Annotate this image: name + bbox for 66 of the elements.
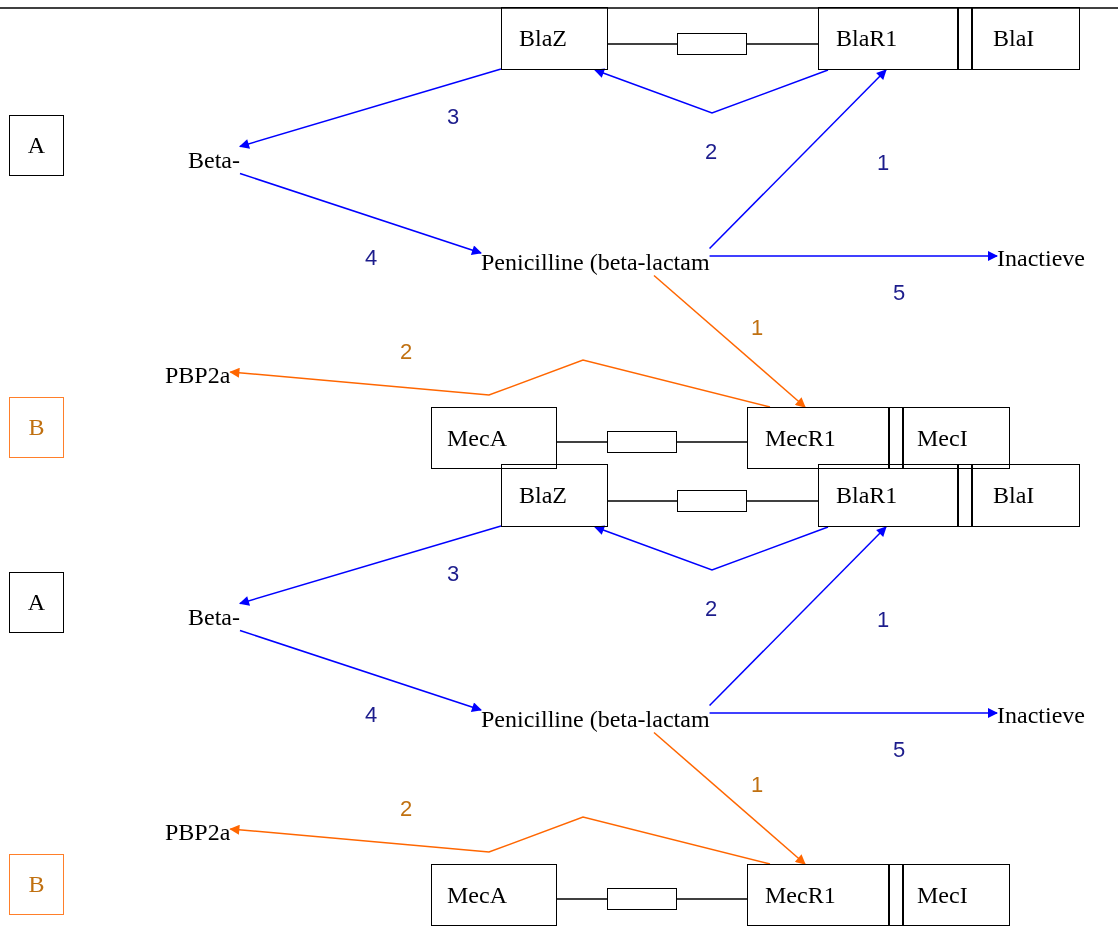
arrow bbox=[239, 172, 482, 255]
box-label: MecR1 bbox=[765, 881, 836, 909]
gene-box bbox=[501, 7, 608, 70]
node-label: Penicilline (beta-lactam bbox=[481, 248, 710, 276]
box-label: BlaZ bbox=[519, 482, 567, 509]
box-label: B bbox=[28, 414, 45, 441]
gene-box bbox=[431, 864, 557, 926]
box-label: A bbox=[27, 589, 46, 616]
empty-box bbox=[607, 888, 677, 910]
arrow bbox=[594, 68, 829, 114]
connector-line bbox=[607, 500, 678, 502]
box-label: MecA bbox=[447, 424, 507, 452]
connector-line bbox=[746, 43, 819, 45]
connector-line bbox=[676, 441, 748, 443]
connector-line bbox=[556, 898, 608, 900]
node-label: Inactieve bbox=[997, 244, 1085, 272]
box-label: BlaI bbox=[993, 482, 1035, 509]
arrow bbox=[708, 708, 998, 718]
node-label: PBP2a bbox=[165, 361, 231, 389]
empty-box bbox=[677, 33, 747, 55]
gene-box bbox=[9, 572, 64, 633]
gene-box bbox=[818, 7, 958, 70]
arrow bbox=[708, 251, 998, 261]
gene-box bbox=[972, 464, 1080, 527]
arrow bbox=[594, 525, 829, 571]
connector-line bbox=[607, 43, 678, 45]
gene-box bbox=[903, 864, 1010, 926]
arrow bbox=[239, 525, 502, 606]
gene-box bbox=[9, 397, 64, 458]
node-label: PBP2a bbox=[165, 818, 231, 846]
arrow bbox=[708, 526, 887, 707]
connector-line bbox=[556, 441, 608, 443]
gene-box bbox=[501, 464, 608, 527]
box-label: B bbox=[28, 871, 45, 898]
gene-box bbox=[9, 115, 64, 176]
gene-box bbox=[903, 407, 1010, 469]
gene-box bbox=[747, 407, 889, 469]
box-label: BlaZ bbox=[519, 25, 567, 52]
box-label: A bbox=[27, 132, 46, 159]
box-label: BlaR1 bbox=[836, 25, 898, 52]
node-label: Penicilline (beta-lactam bbox=[481, 705, 710, 733]
node-label: Beta- bbox=[188, 146, 240, 174]
arrow bbox=[653, 274, 806, 408]
node-label: Beta- bbox=[188, 603, 240, 631]
connector-line bbox=[746, 500, 819, 502]
box-label: MecA bbox=[447, 881, 507, 909]
arrow bbox=[239, 68, 502, 149]
arrow bbox=[653, 731, 806, 865]
arrow bbox=[229, 816, 771, 865]
empty-box bbox=[677, 490, 747, 512]
gene-box bbox=[818, 464, 958, 527]
gene-box bbox=[9, 854, 64, 915]
box-label: MecR1 bbox=[765, 424, 836, 452]
arrow bbox=[239, 629, 482, 712]
box-label: MecI bbox=[917, 424, 968, 452]
gene-box bbox=[972, 7, 1080, 70]
gene-box bbox=[747, 864, 889, 926]
box-label: MecI bbox=[917, 881, 968, 909]
box-label: BlaI bbox=[993, 25, 1035, 52]
empty-box bbox=[607, 431, 677, 453]
arrow bbox=[708, 69, 887, 250]
connector-line bbox=[676, 898, 748, 900]
node-label: Inactieve bbox=[997, 701, 1085, 729]
box-label: BlaR1 bbox=[836, 482, 898, 509]
gene-box bbox=[431, 407, 557, 469]
arrow bbox=[229, 359, 771, 408]
